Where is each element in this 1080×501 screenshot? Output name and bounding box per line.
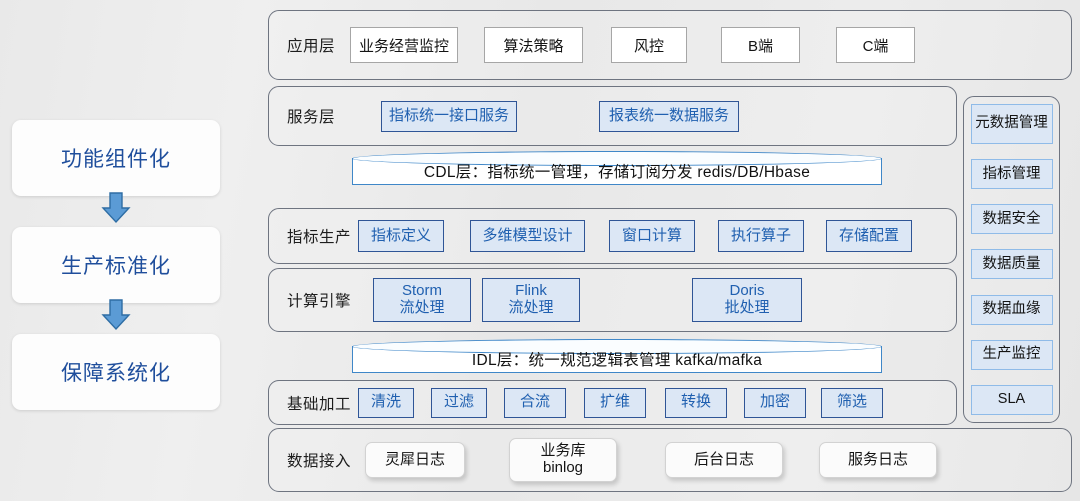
governance-item-metric-management[interactable]: 指标管理 [970,159,1053,190]
row-label-basic-processing: 基础加工 [287,395,352,413]
governance-item-data-quality[interactable]: 数据质量 [970,249,1053,280]
engine-item-doris[interactable]: Doris 批处理 [692,278,803,322]
basic-item-encrypt[interactable]: 加密 [744,387,807,418]
pillar-label-1: 功能组件化 [61,148,171,171]
engine-item-storm-mode: 流处理 [399,299,445,316]
row-label-data-ingest: 数据接入 [287,453,352,470]
row-label-compute-engine: 计算引擎 [287,293,352,310]
prod-item-metric-definition[interactable]: 指标定义 [358,220,445,252]
basic-item-filter[interactable]: 过滤 [431,387,488,418]
cylinder-idl-layer: IDL层：统一规范逻辑表管理 kafka/mafka [352,339,882,373]
governance-item-production-monitor[interactable]: 生产监控 [970,339,1053,370]
row-label-service: 服务层 [287,109,336,126]
ingest-item-business-db[interactable]: 业务库 binlog [509,438,618,482]
cylinder-idl-label: IDL层：统一规范逻辑表管理 kafka/mafka [471,352,763,369]
ingest-item-business-db-line2: binlog [542,459,584,476]
pillar-label-3: 保障系统化 [61,362,171,385]
prod-item-multidim-model[interactable]: 多维模型设计 [470,220,586,252]
basic-item-enrich[interactable]: 扩维 [584,387,647,418]
engine-item-flink-name: Flink [515,282,547,300]
governance-item-data-lineage[interactable]: 数据血缘 [970,294,1053,325]
cylinder-cdl-layer: CDL层：指标统一管理，存储订阅分发 redis/DB/Hbase [352,151,882,185]
service-item-metric-api[interactable]: 指标统一接口服务 [381,100,518,132]
pillar-box-2: 生产标准化 [12,227,220,303]
pillar-label-2: 生产标准化 [61,255,171,278]
row-application-layer: 应用层 业务经营监控 算法策略 风控 B端 C端 [268,10,1072,80]
ingest-item-lingxi-log[interactable]: 灵犀日志 [365,442,466,478]
cylinder-idl-top [352,339,882,354]
engine-item-flink-mode: 流处理 [508,299,554,316]
pillar-box-1: 功能组件化 [12,120,220,196]
engine-item-doris-mode: 批处理 [724,299,770,316]
governance-panel: 元数据管理 指标管理 数据安全 数据质量 数据血缘 生产监控 SLA [963,96,1060,423]
basic-item-select[interactable]: 筛选 [821,387,884,418]
governance-item-metadata-management[interactable]: 元数据管理 [970,104,1053,144]
app-item-c-side[interactable]: C端 [836,27,916,63]
prod-item-storage-config[interactable]: 存储配置 [826,220,913,252]
ingest-item-business-db-line1: 业务库 [540,442,586,460]
down-arrow-icon-2 [101,299,131,331]
row-label-application: 应用层 [287,38,336,55]
row-compute-engine: 计算引擎 Storm 流处理 Flink 流处理 Doris 批处理 [268,268,957,332]
engine-item-doris-name: Doris [729,282,765,300]
prod-item-operator[interactable]: 执行算子 [718,220,805,252]
basic-item-merge[interactable]: 合流 [504,387,567,418]
app-item-business-monitoring[interactable]: 业务经营监控 [350,27,459,63]
app-item-b-side[interactable]: B端 [721,27,801,63]
service-item-report-data[interactable]: 报表统一数据服务 [599,100,740,132]
ingest-item-lingxi-log-label: 灵犀日志 [385,450,446,468]
down-arrow-icon-1 [101,192,131,224]
basic-item-transform[interactable]: 转换 [665,387,728,418]
row-service-layer: 服务层 指标统一接口服务 报表统一数据服务 [268,86,957,146]
ingest-item-backend-log-label: 后台日志 [694,450,755,468]
row-metric-production: 指标生产 指标定义 多维模型设计 窗口计算 执行算子 存储配置 [268,208,957,264]
row-basic-processing: 基础加工 清洗 过滤 合流 扩维 转换 加密 筛选 [268,380,957,425]
governance-item-data-security[interactable]: 数据安全 [970,204,1053,235]
row-label-metric-production: 指标生产 [287,229,352,246]
cylinder-cdl-label: CDL层：指标统一管理，存储订阅分发 redis/DB/Hbase [423,164,811,181]
pillar-box-3: 保障系统化 [12,334,220,410]
engine-item-flink[interactable]: Flink 流处理 [482,278,581,322]
row-data-ingest: 数据接入 灵犀日志 业务库 binlog 后台日志 服务日志 [268,428,1072,492]
ingest-item-service-log[interactable]: 服务日志 [819,442,938,478]
engine-item-storm-name: Storm [402,282,443,300]
prod-item-window-compute[interactable]: 窗口计算 [609,220,696,252]
app-item-risk-control[interactable]: 风控 [611,27,688,63]
ingest-item-backend-log[interactable]: 后台日志 [665,442,784,478]
basic-item-clean[interactable]: 清洗 [358,387,415,418]
ingest-item-service-log-label: 服务日志 [848,450,909,468]
engine-item-storm[interactable]: Storm 流处理 [373,278,472,322]
governance-item-sla[interactable]: SLA [970,384,1053,415]
app-item-algorithm-strategy[interactable]: 算法策略 [484,27,584,63]
cylinder-cdl-top [352,151,882,166]
